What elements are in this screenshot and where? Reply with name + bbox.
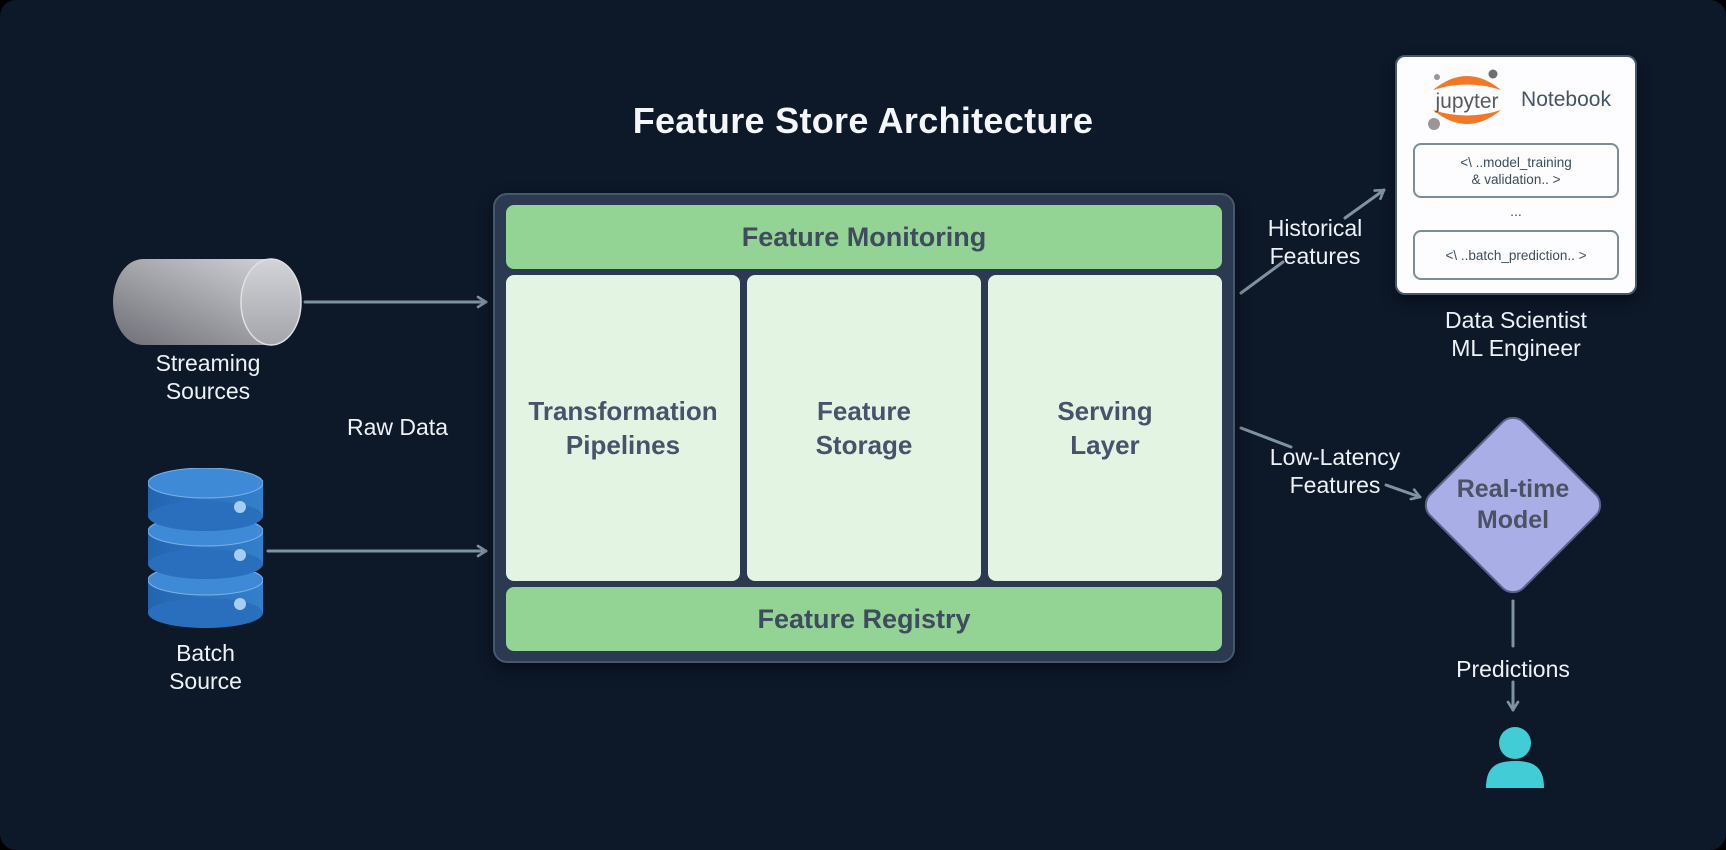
database-icon — [148, 468, 263, 628]
realtime-model-label: Real-time Model — [1456, 475, 1570, 534]
svg-text:jupyter: jupyter — [1435, 90, 1499, 113]
transformation-pipelines-box: Transformation Pipelines — [506, 275, 740, 581]
serving-layer-box: Serving Layer — [988, 275, 1222, 581]
low-latency-features-label: Low-Latency Features — [1269, 444, 1401, 498]
notebook-title: Notebook — [1521, 88, 1611, 111]
notebook-ellipsis: ... — [1510, 203, 1522, 219]
feature-monitoring-bar: Feature Monitoring — [506, 205, 1222, 269]
realtime-model-node: Real-time Model — [1418, 410, 1608, 600]
jupyter-logo-icon: jupyter — [1428, 69, 1502, 130]
batch-source-label: Batch Source — [169, 640, 242, 694]
page-title: Feature Store Architecture — [632, 100, 1094, 141]
notebook-header: jupyter Notebook — [1397, 65, 1635, 135]
feature-store-columns: Transformation Pipelines Feature Storage… — [506, 275, 1222, 581]
notebook-cell-prediction: <\ ..batch_prediction.. > — [1413, 230, 1619, 280]
feature-storage-box: Feature Storage — [747, 275, 981, 581]
feature-registry-bar: Feature Registry — [506, 587, 1222, 651]
notebook-cell-training: <\ ..model_training & validation.. > — [1413, 143, 1619, 198]
user-icon — [1486, 727, 1544, 788]
stream-cylinder-icon — [113, 258, 302, 346]
raw-data-label: Raw Data — [347, 414, 448, 440]
feature-store-panel: Feature Monitoring Transformation Pipeli… — [493, 193, 1235, 663]
database-disc — [148, 468, 263, 531]
historical-features-label: Historical Features — [1267, 215, 1363, 269]
data-scientist-label: Data Scientist ML Engineer — [1445, 307, 1587, 361]
predictions-label: Predictions — [1456, 656, 1570, 682]
jupyter-notebook-card: jupyter Notebook <\ ..model_training & v… — [1395, 55, 1637, 295]
streaming-sources-label: Streaming Sources — [155, 350, 261, 404]
